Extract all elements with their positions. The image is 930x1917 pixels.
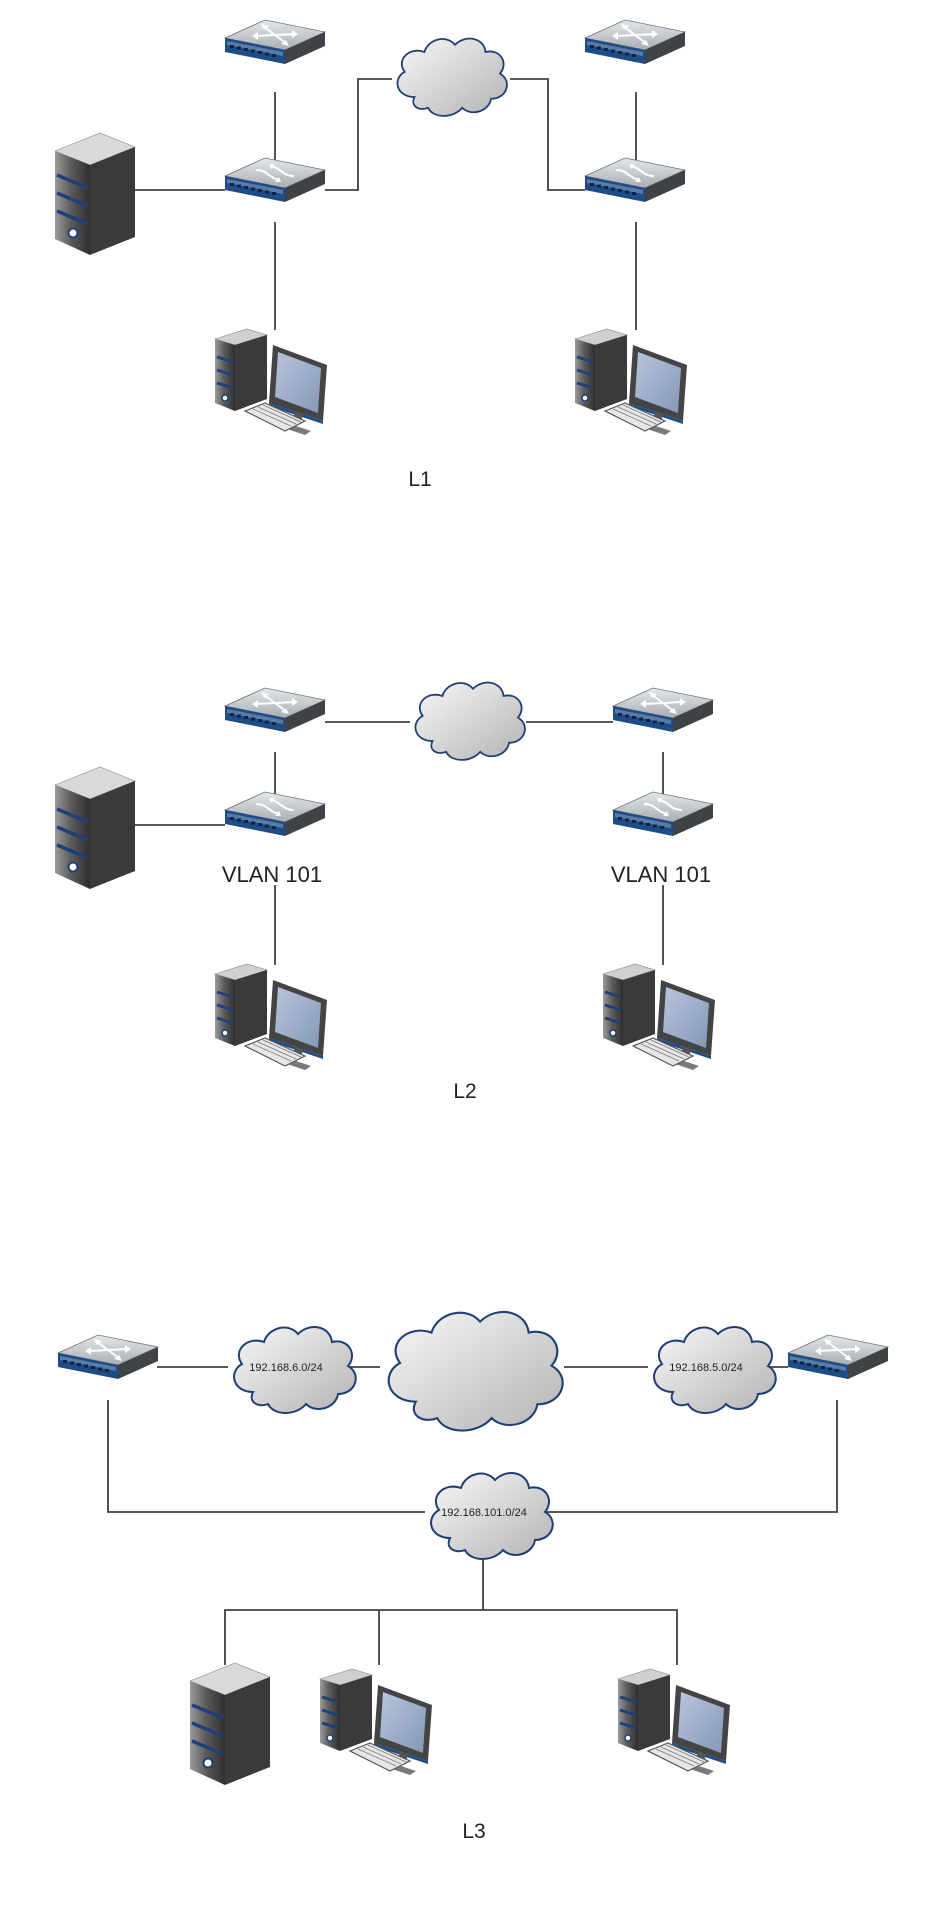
switch-icon bbox=[585, 158, 685, 202]
section-l1: L1 bbox=[53, 20, 689, 491]
cloud-icon bbox=[414, 681, 526, 761]
section-caption-l1: L1 bbox=[408, 468, 431, 491]
server-icon bbox=[53, 131, 137, 257]
switch-icon bbox=[613, 792, 713, 836]
cloud-icon bbox=[387, 1310, 564, 1432]
workstation-icon bbox=[601, 962, 717, 1072]
section-caption-l2: L2 bbox=[453, 1080, 476, 1103]
workstation-icon bbox=[213, 327, 329, 437]
network-label: 192.168.101.0/24 bbox=[441, 1507, 527, 1519]
router-icon bbox=[225, 20, 325, 64]
l3-connections bbox=[107, 1366, 838, 1665]
network-label: 192.168.5.0/24 bbox=[669, 1362, 742, 1374]
switch-icon bbox=[225, 792, 325, 836]
workstation-icon bbox=[213, 962, 329, 1072]
server-icon bbox=[188, 1661, 272, 1787]
switch-icon bbox=[225, 158, 325, 202]
network-label: 192.168.6.0/24 bbox=[249, 1362, 322, 1374]
router-icon bbox=[225, 688, 325, 732]
vlan-label: VLAN 101 bbox=[611, 862, 711, 887]
workstation-icon bbox=[573, 327, 689, 437]
l1-connections bbox=[132, 78, 637, 330]
section-l3: 192.168.6.0/24 192.168.5.0/24 192.168.10… bbox=[58, 1310, 888, 1843]
section-caption-l3: L3 bbox=[462, 1820, 485, 1843]
router-icon bbox=[613, 688, 713, 732]
server-icon bbox=[53, 765, 137, 891]
vlan-label: VLAN 101 bbox=[222, 862, 322, 887]
workstation-icon bbox=[318, 1667, 434, 1777]
l2-connections bbox=[132, 721, 664, 965]
cloud-icon bbox=[396, 37, 508, 117]
workstation-icon bbox=[616, 1667, 732, 1777]
router-icon bbox=[585, 20, 685, 64]
section-l2: VLAN 101 VLAN 101 L2 bbox=[53, 681, 717, 1103]
router-icon bbox=[58, 1335, 158, 1379]
router-icon bbox=[788, 1335, 888, 1379]
